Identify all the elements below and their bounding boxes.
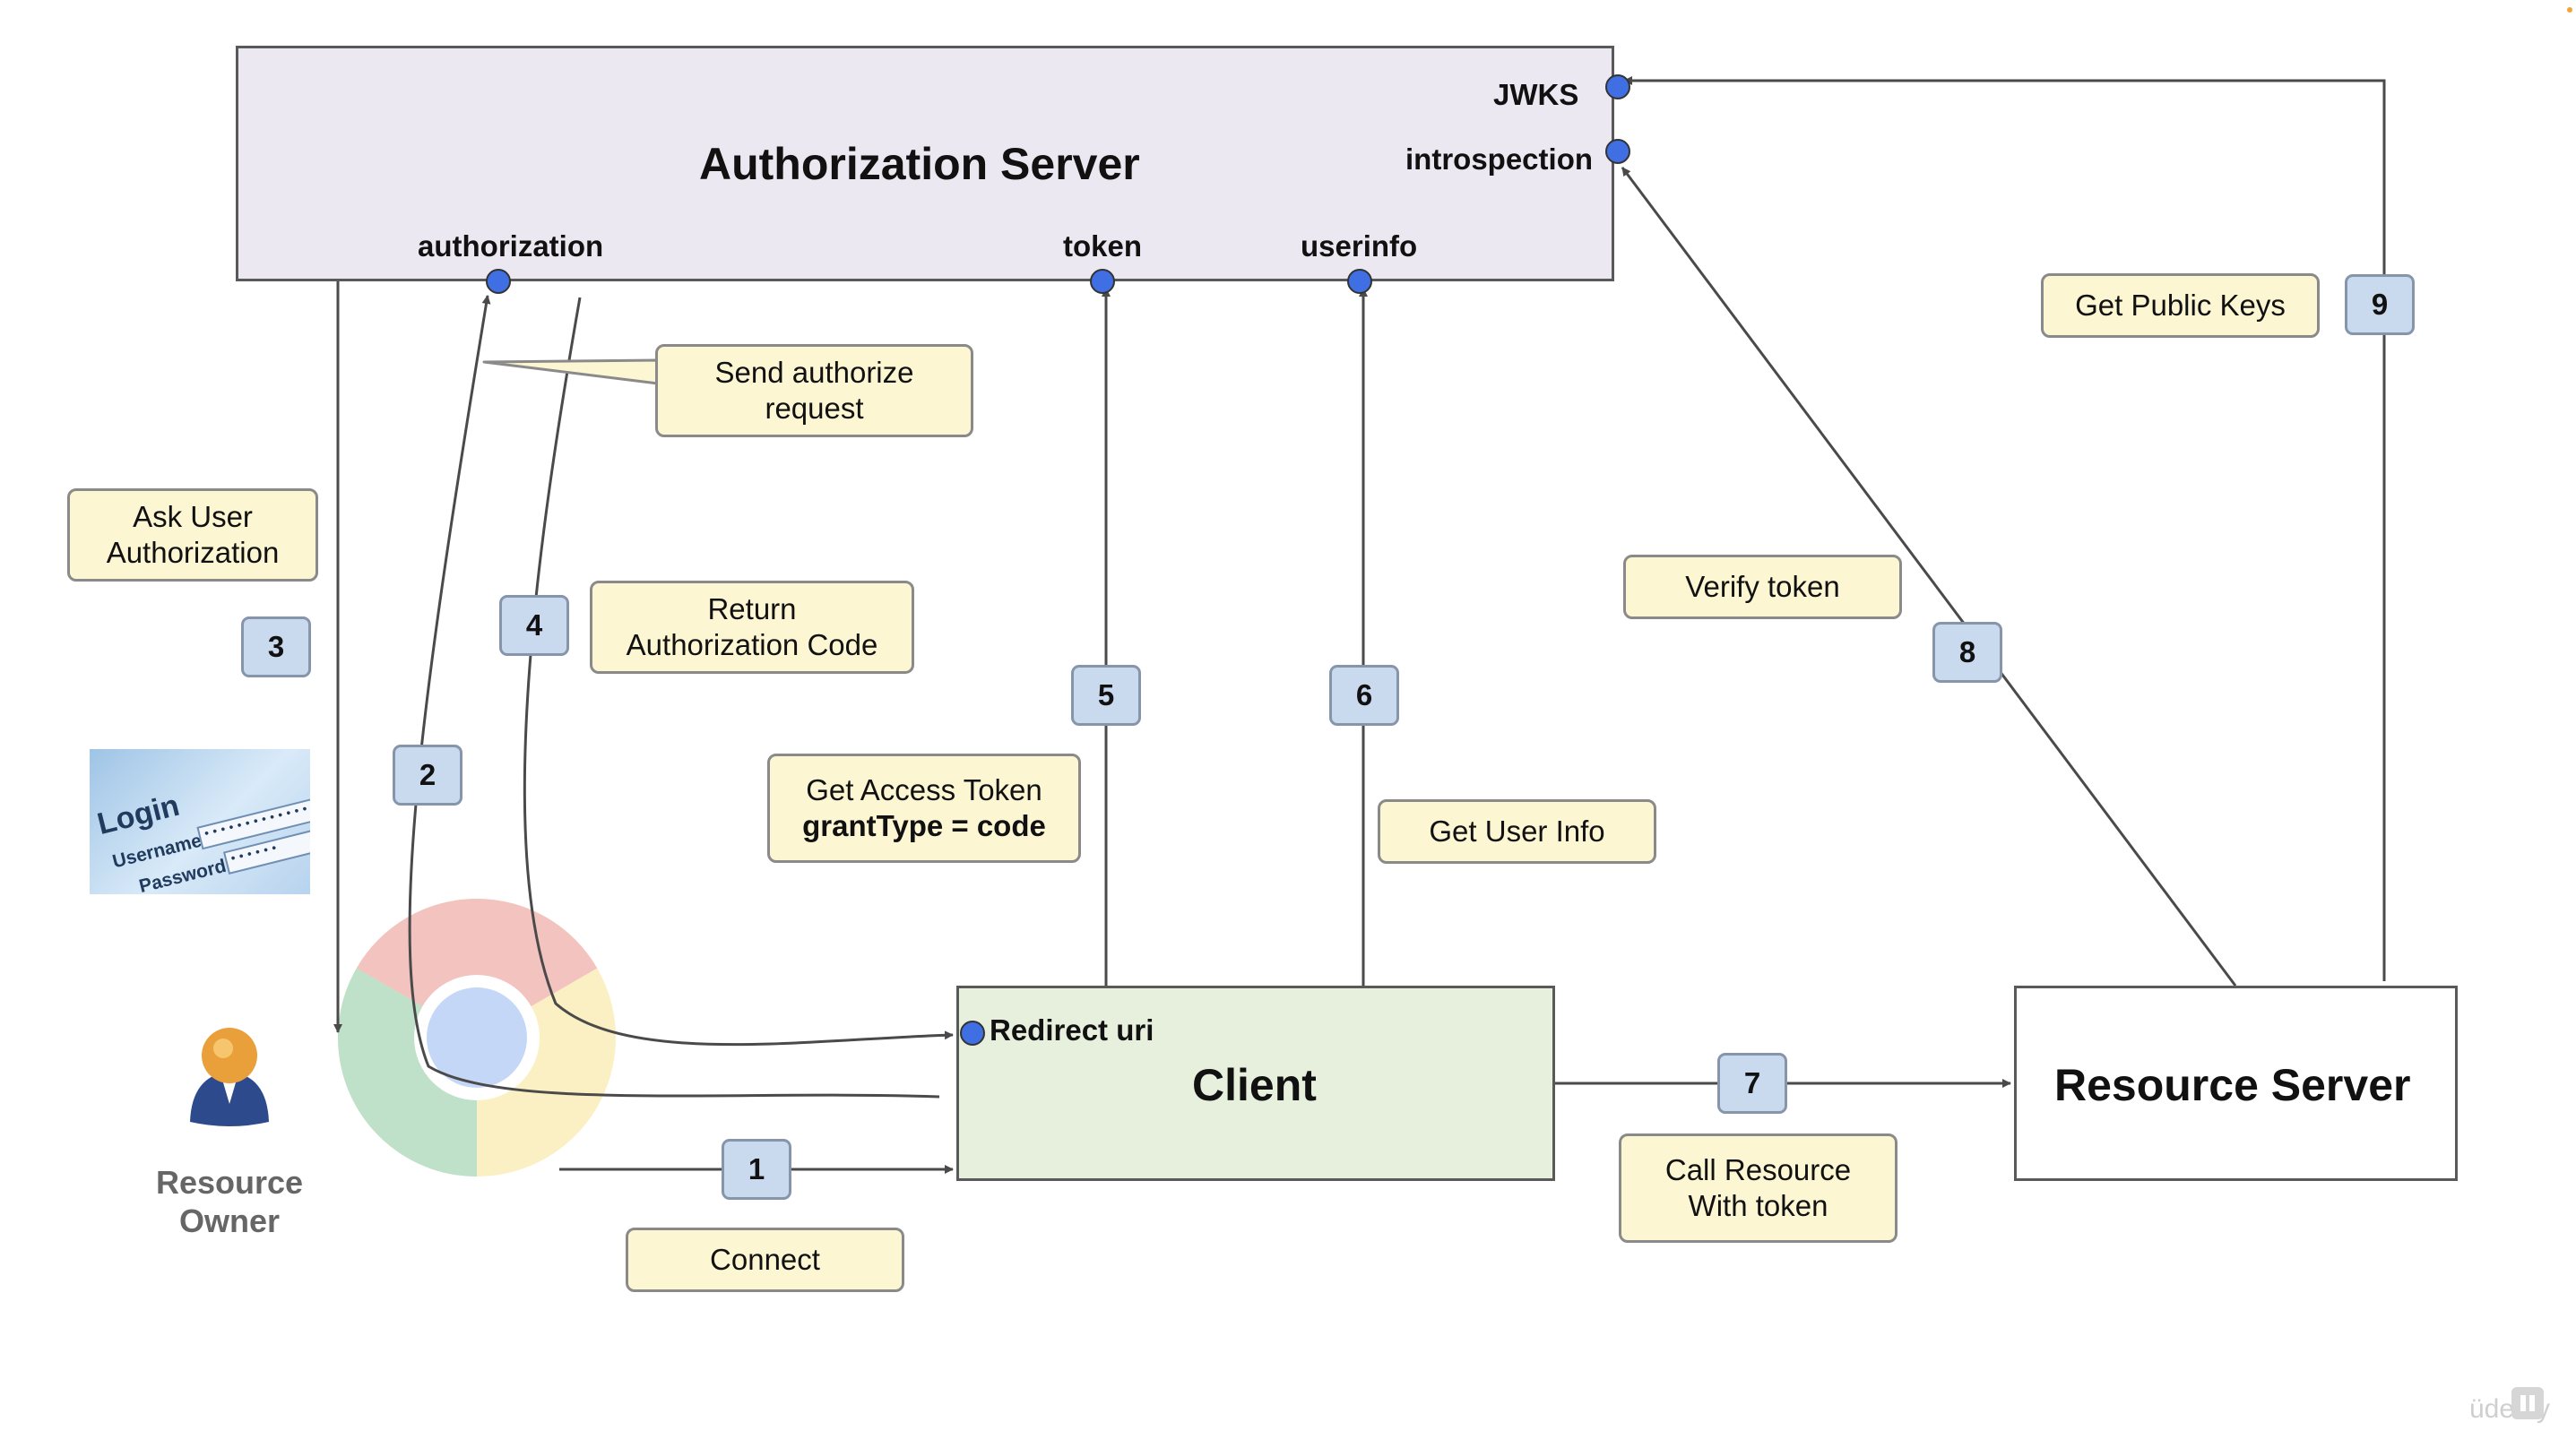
authorization-endpoint-label: authorization [418,229,604,263]
step-6-badge: 6 [1329,665,1399,726]
token-endpoint-label: token [1063,229,1143,263]
jwks-endpoint-label: JWKS [1493,78,1579,111]
resource-owner-person-icon [190,1028,269,1126]
pause-icon[interactable] [2511,1387,2544,1419]
note-get-user-info: Get User Info [1378,799,1656,864]
step-4-badge: 4 [499,595,569,656]
step-2-badge: 2 [393,745,462,806]
step-1-badge: 1 [722,1139,791,1200]
step-9-badge: 9 [2345,274,2415,335]
redirect-uri-label: Redirect uri [990,1013,1154,1047]
step-5-badge: 5 [1071,665,1141,726]
resource-server-title: Resource Server [2054,1060,2411,1110]
note-verify-token: Verify token [1623,555,1902,619]
userinfo-endpoint-dot [1347,269,1372,294]
redirect-uri-dot [960,1021,985,1046]
client-title: Client [1192,1060,1317,1110]
indicator-dot [2567,7,2572,13]
introspection-endpoint-label: introspection [1405,142,1594,176]
introspection-endpoint-dot [1605,139,1630,164]
note-return-authorization-code: Return Authorization Code [590,581,914,674]
step-3-badge: 3 [241,616,311,677]
login-image-title: Login [93,788,183,842]
token-endpoint-dot [1090,269,1115,294]
authorization-server-box [236,46,1614,281]
authorization-endpoint-dot [486,269,511,294]
note-ask-user-authorization: Ask User Authorization [67,488,318,582]
note-get-public-keys: Get Public Keys [2041,273,2320,338]
step-8-badge: 8 [1932,622,2002,683]
jwks-endpoint-dot [1605,74,1630,99]
client-box [956,986,1555,1181]
login-form-image: Login Username •••••••••••••••• Password… [90,749,310,894]
authorization-server-title: Authorization Server [699,139,1140,189]
userinfo-endpoint-label: userinfo [1301,229,1418,263]
browser-logo-icon [338,899,616,1176]
note-send-authorize-request: Send authorize request [655,344,973,437]
step-7-badge: 7 [1717,1053,1787,1114]
note-call-resource-with-token: Call Resource With token [1619,1133,1897,1243]
note-get-access-token: Get Access Token grantType = code [767,754,1081,863]
note-connect: Connect [626,1228,904,1292]
resource-server-box [2014,986,2458,1181]
resource-owner-label: Resource Owner [155,1164,304,1240]
